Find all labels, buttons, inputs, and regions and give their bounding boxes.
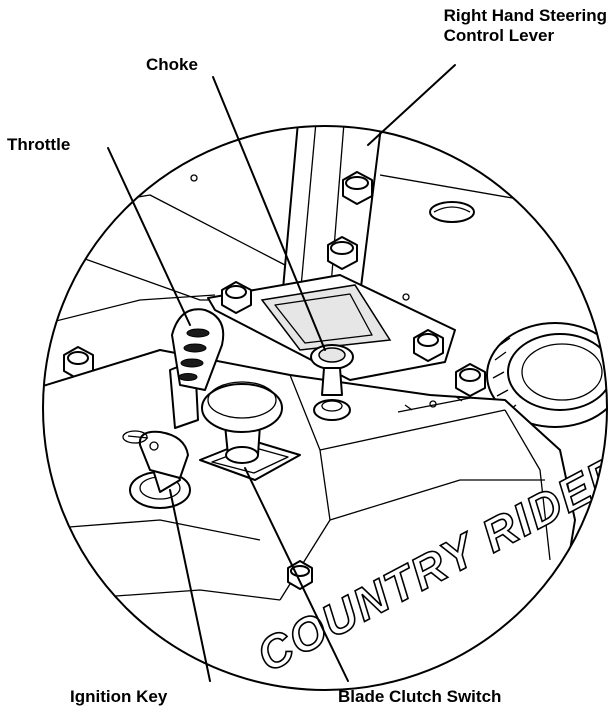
label-right-hand-steering-line2: Control Lever [443, 26, 555, 45]
blade-clutch-switch [199, 381, 301, 481]
label-throttle: Throttle [7, 135, 71, 154]
leader-line-choke [212, 76, 326, 351]
lever-bolt-upper [342, 171, 373, 205]
deck-bolt-right [455, 363, 486, 397]
detail-circle-outline [42, 125, 608, 691]
leader-line-blade [244, 467, 349, 682]
label-choke: Choke [146, 55, 198, 74]
throttle-lever [169, 308, 225, 429]
plate-bolt-left [221, 281, 252, 314]
throttle-decal [397, 395, 471, 413]
choke-knob [310, 344, 354, 421]
label-right-hand-steering-line1: Right Hand Steering [443, 6, 607, 25]
leader-line-steering [367, 64, 456, 146]
deck-slot [429, 201, 475, 223]
ignition-key-switch [122, 430, 191, 509]
label-ignition-key: Ignition Key [70, 687, 168, 706]
fuel-cap [486, 322, 607, 428]
steering-lever [281, 126, 386, 301]
leader-line-throttle [107, 147, 191, 326]
leader-line-ignition [169, 489, 211, 682]
lever-bolt-lower [327, 236, 358, 270]
lever-mount-plate [207, 274, 456, 381]
label-right-hand-steering-control-lever: Right Hand Steering Control Lever [444, 6, 607, 46]
label-blade-clutch-switch: Blade Clutch Switch [338, 687, 502, 706]
plate-bolt-right [413, 329, 444, 362]
